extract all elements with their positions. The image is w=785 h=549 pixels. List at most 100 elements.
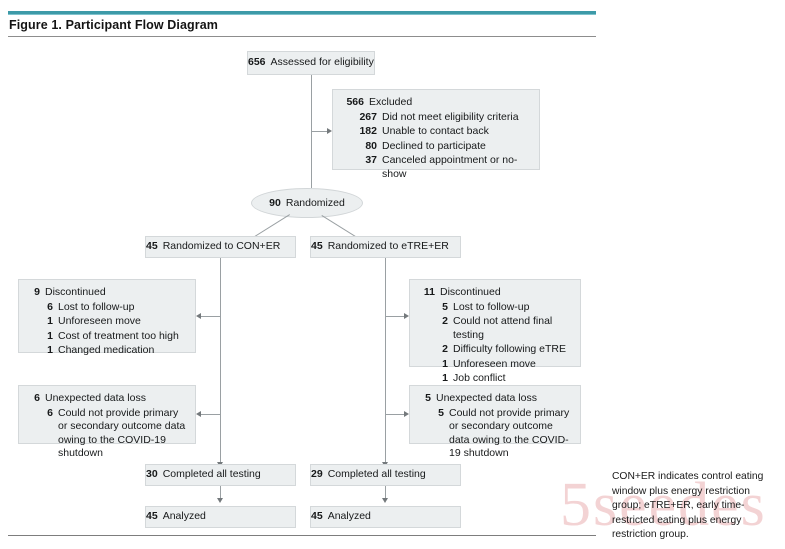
dataloss-left-item-count: 6 bbox=[47, 406, 53, 419]
arm-right-count: 45 bbox=[311, 240, 323, 253]
page-title: Figure 1. Participant Flow Diagram bbox=[9, 18, 218, 32]
node-discontinued-left: 9 Discontinued 6 Lost to follow-up 1 Unf… bbox=[18, 279, 196, 356]
node-analyzed-right: 45 Analyzed bbox=[310, 506, 461, 528]
dataloss-left-header-row: 6 Unexpected data loss bbox=[26, 392, 187, 406]
completed-right-count: 29 bbox=[311, 468, 323, 481]
arrow-to-right-dataloss-icon bbox=[404, 410, 409, 417]
excluded-item-row: 37 Canceled appointment or no-show bbox=[340, 154, 531, 181]
connector-assessed-to-excluded bbox=[311, 131, 329, 132]
discontinued-right-label: Discontinued bbox=[440, 286, 501, 298]
excluded-item-count: 267 bbox=[359, 110, 377, 123]
discontinued-left-item-count: 1 bbox=[47, 344, 53, 356]
header-accent-rule bbox=[8, 11, 596, 14]
assessed-count: 656 bbox=[248, 56, 266, 69]
dataloss-left-item-label: Could not provide primary or secondary o… bbox=[58, 406, 186, 460]
discontinued-right-item-label: Lost to follow-up bbox=[453, 300, 530, 313]
discontinued-right-header-row: 11 Discontinued bbox=[417, 286, 572, 300]
discontinued-left-item-row: 1 Changed medication bbox=[26, 344, 187, 358]
discontinued-left-item-label: Unforeseen move bbox=[58, 315, 141, 327]
header-divider-rule bbox=[8, 36, 596, 38]
discontinued-right-item-label: Job conflict bbox=[453, 372, 506, 384]
dataloss-right-label: Unexpected data loss bbox=[436, 392, 537, 404]
arm-left-label: Randomized to CON+ER bbox=[162, 240, 281, 253]
node-assessed-for-eligibility: 656 Assessed for eligibility bbox=[247, 51, 375, 75]
excluded-header-row: 566 Excluded bbox=[340, 96, 531, 110]
discontinued-right-item-count: 1 bbox=[442, 372, 448, 384]
footer-divider-rule bbox=[8, 535, 596, 537]
connector-right-dataloss bbox=[385, 414, 405, 415]
discontinued-left-item-row: 1 Cost of treatment too high bbox=[26, 330, 187, 344]
dataloss-right-item-row: 5 Could not provide primary or secondary… bbox=[417, 407, 572, 461]
connector-left-discontinued bbox=[200, 316, 220, 317]
discontinued-left-label: Discontinued bbox=[45, 286, 106, 298]
analyzed-right-count: 45 bbox=[311, 510, 323, 523]
discontinued-right-item-row: 5 Lost to follow-up bbox=[417, 301, 572, 315]
analyzed-right-label: Analyzed bbox=[327, 510, 371, 523]
dataloss-right-item-label: Could not provide primary or secondary o… bbox=[449, 406, 570, 460]
analyzed-left-label: Analyzed bbox=[162, 510, 206, 523]
completed-left-label: Completed all testing bbox=[162, 468, 261, 481]
excluded-label: Excluded bbox=[369, 96, 413, 108]
excluded-item-row: 80 Declined to participate bbox=[340, 140, 531, 154]
arrow-to-right-analyzed-icon bbox=[381, 498, 388, 503]
discontinued-right-item-count: 2 bbox=[442, 343, 448, 355]
discontinued-left-header-row: 9 Discontinued bbox=[26, 286, 187, 300]
node-dataloss-left: 6 Unexpected data loss 6 Could not provi… bbox=[18, 385, 196, 459]
connector-left-dataloss bbox=[200, 414, 220, 415]
discontinued-right-count: 11 bbox=[423, 286, 435, 298]
dataloss-left-count: 6 bbox=[34, 392, 40, 404]
arrow-to-excluded-icon bbox=[327, 127, 332, 134]
node-completed-left: 30 Completed all testing bbox=[145, 464, 296, 486]
discontinued-right-item-row: 2 Difficulty following eTRE bbox=[417, 343, 572, 357]
dataloss-right-header-row: 5 Unexpected data loss bbox=[417, 392, 572, 406]
discontinued-right-item-row: 1 Job conflict bbox=[417, 372, 572, 386]
dataloss-right-item-count: 5 bbox=[438, 406, 444, 419]
excluded-item-count: 37 bbox=[365, 154, 377, 166]
discontinued-left-item-count: 1 bbox=[47, 315, 53, 327]
node-completed-right: 29 Completed all testing bbox=[310, 464, 461, 486]
discontinued-right-item-label: Difficulty following eTRE bbox=[453, 343, 567, 355]
dataloss-right-count: 5 bbox=[425, 392, 431, 404]
connector-right-discontinued bbox=[385, 316, 405, 317]
analyzed-left-count: 45 bbox=[146, 510, 158, 523]
discontinued-right-item-count: 2 bbox=[442, 315, 448, 327]
discontinued-right-item-row: 2 Could not attend final testing bbox=[417, 315, 572, 342]
arrow-to-left-discontinued-icon bbox=[196, 312, 201, 319]
node-arm-left: 45 Randomized to CON+ER bbox=[145, 236, 296, 258]
excluded-item-count: 182 bbox=[359, 125, 377, 137]
randomized-label: Randomized bbox=[285, 197, 345, 209]
node-arm-right: 45 Randomized to eTRE+ER bbox=[310, 236, 461, 258]
header-accent-rule-thin bbox=[8, 14, 596, 15]
discontinued-right-item-label: Unforeseen move bbox=[453, 357, 536, 370]
discontinued-right-item-count: 5 bbox=[442, 300, 448, 313]
node-excluded: 566 Excluded 267 Did not meet eligibilit… bbox=[332, 89, 540, 180]
excluded-item-row: 182 Unable to contact back bbox=[340, 125, 531, 139]
excluded-item-label: Unable to contact back bbox=[382, 125, 489, 137]
node-discontinued-right: 11 Discontinued 5 Lost to follow-up 2 Co… bbox=[409, 279, 581, 384]
discontinued-left-count: 9 bbox=[34, 286, 40, 298]
arm-right-label: Randomized to eTRE+ER bbox=[327, 240, 449, 253]
excluded-item-label: Declined to participate bbox=[382, 139, 486, 152]
discontinued-right-item-row: 1 Unforeseen move bbox=[417, 358, 572, 372]
dataloss-left-item-row: 6 Could not provide primary or secondary… bbox=[26, 407, 187, 461]
discontinued-right-item-count: 1 bbox=[442, 357, 448, 370]
discontinued-left-item-row: 6 Lost to follow-up bbox=[26, 301, 187, 315]
arrow-to-left-analyzed-icon bbox=[216, 498, 223, 503]
discontinued-left-item-label: Cost of treatment too high bbox=[58, 329, 179, 342]
discontinued-left-item-label: Changed medication bbox=[58, 344, 155, 356]
assessed-label: Assessed for eligibility bbox=[270, 56, 374, 69]
completed-right-label: Completed all testing bbox=[327, 468, 426, 481]
discontinued-left-item-count: 6 bbox=[47, 300, 53, 313]
connector-right-completed-to-analyzed bbox=[385, 486, 386, 500]
dataloss-left-label: Unexpected data loss bbox=[45, 392, 146, 404]
excluded-item-row: 267 Did not meet eligibility criteria bbox=[340, 111, 531, 125]
node-analyzed-left: 45 Analyzed bbox=[145, 506, 296, 528]
completed-left-count: 30 bbox=[146, 468, 158, 481]
arrow-to-left-dataloss-icon bbox=[196, 410, 201, 417]
discontinued-left-item-count: 1 bbox=[47, 329, 53, 342]
node-dataloss-right: 5 Unexpected data loss 5 Could not provi… bbox=[409, 385, 581, 459]
discontinued-right-item-label: Could not attend final testing bbox=[453, 315, 553, 341]
connector-left-arm-trunk bbox=[220, 258, 221, 467]
connector-right-arm-trunk bbox=[385, 258, 386, 467]
